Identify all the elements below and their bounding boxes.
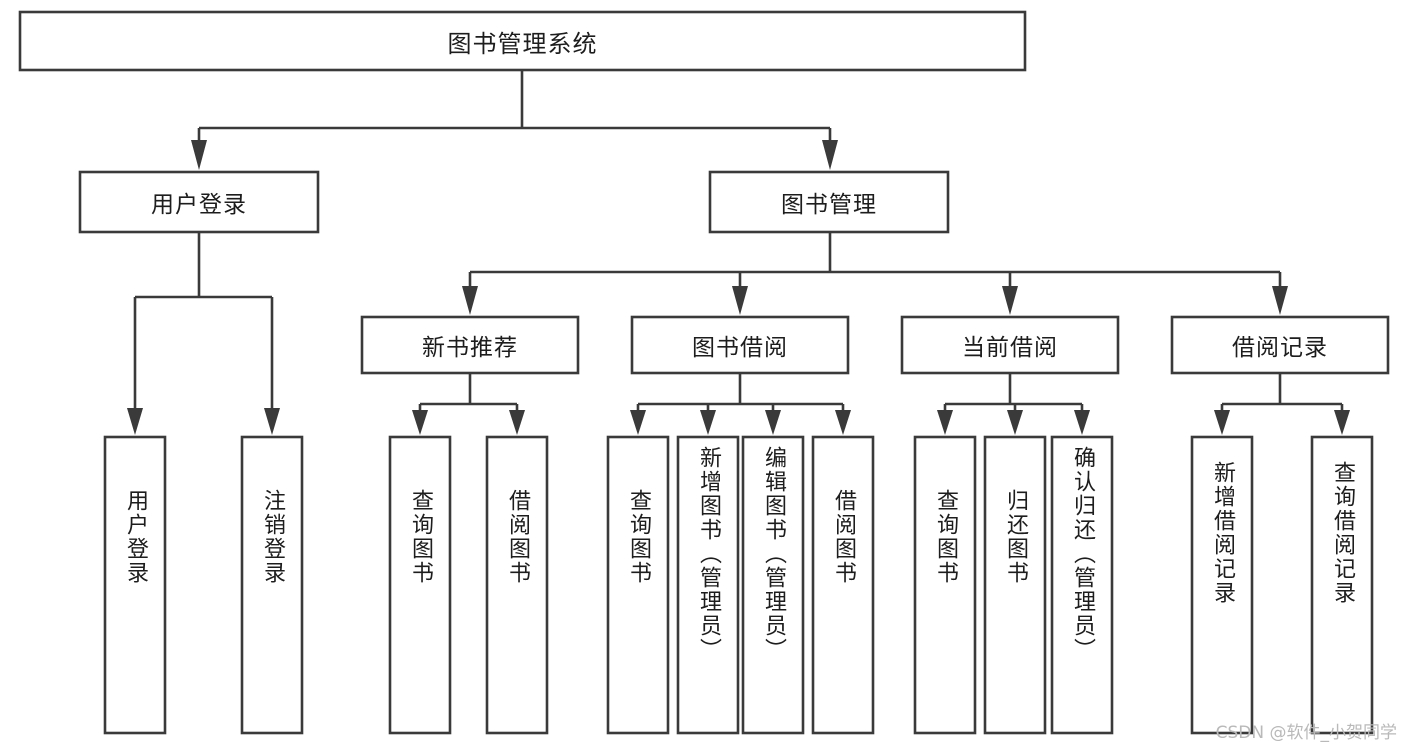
connector-group-borrow-record-to-leaves [1214, 373, 1350, 435]
connector-group-new-book-rec-to-leaves [412, 373, 525, 435]
arrow-head-leaf-user-login [127, 408, 143, 435]
arrow-head-leaf-logout [264, 408, 280, 435]
arrow-head-leaf-cb-confirm [1074, 410, 1090, 435]
arrow-head-user-login [191, 140, 207, 170]
node-box-leaf-logout[interactable] [240, 435, 304, 735]
arrow-head-leaf-cb-query [937, 410, 953, 435]
arrow-head-new-book-rec [462, 286, 478, 315]
node-box-root[interactable] [18, 10, 1027, 72]
node-box-leaf-bb-query[interactable] [606, 435, 670, 735]
connector-group-root-to-level2 [191, 70, 838, 170]
connector-group-current-borrow-to-leaves [937, 373, 1090, 435]
arrow-head-leaf-cb-return [1007, 410, 1023, 435]
node-box-leaf-cb-confirm[interactable] [1050, 435, 1114, 735]
node-box-leaf-br-add[interactable] [1190, 435, 1254, 735]
arrow-head-current-borrow [1002, 286, 1018, 315]
node-box-book-borrow[interactable] [630, 315, 850, 375]
watermark-text: CSDN @软件_小贺同学 [1215, 723, 1397, 743]
node-box-leaf-rec-query[interactable] [388, 435, 452, 735]
node-box-leaf-br-query[interactable] [1310, 435, 1374, 735]
node-box-leaf-cb-query[interactable] [913, 435, 977, 735]
arrow-head-leaf-rec-borrow [509, 410, 525, 435]
arrow-head-leaf-rec-query [412, 410, 428, 435]
arrow-head-borrow-record [1272, 286, 1288, 315]
node-box-current-borrow[interactable] [900, 315, 1120, 375]
node-box-leaf-cb-return[interactable] [983, 435, 1047, 735]
node-box-leaf-user-login[interactable] [103, 435, 167, 735]
arrow-head-leaf-bb-borrow [835, 410, 851, 435]
node-box-leaf-bb-add[interactable] [676, 435, 740, 735]
arrow-head-leaf-br-add [1214, 410, 1230, 435]
arrow-head-leaf-bb-add [700, 410, 716, 435]
connector-group-user-login-to-leaves [127, 232, 280, 435]
node-box-book-manage[interactable] [708, 170, 950, 234]
connector-group-book-borrow-to-leaves [630, 373, 851, 435]
node-box-borrow-record[interactable] [1170, 315, 1390, 375]
arrow-head-book-borrow [732, 286, 748, 315]
arrow-head-leaf-br-query [1334, 410, 1350, 435]
node-box-leaf-bb-borrow[interactable] [811, 435, 875, 735]
node-box-new-book-rec[interactable] [360, 315, 580, 375]
node-box-leaf-rec-borrow[interactable] [485, 435, 549, 735]
connector-group-book-manage-to-level3 [462, 232, 1288, 315]
arrow-head-book-manage [822, 140, 838, 170]
node-box-leaf-bb-edit[interactable] [741, 435, 805, 735]
arrow-head-leaf-bb-edit [765, 410, 781, 435]
node-box-user-login[interactable] [78, 170, 320, 234]
arrow-head-leaf-bb-query [630, 410, 646, 435]
